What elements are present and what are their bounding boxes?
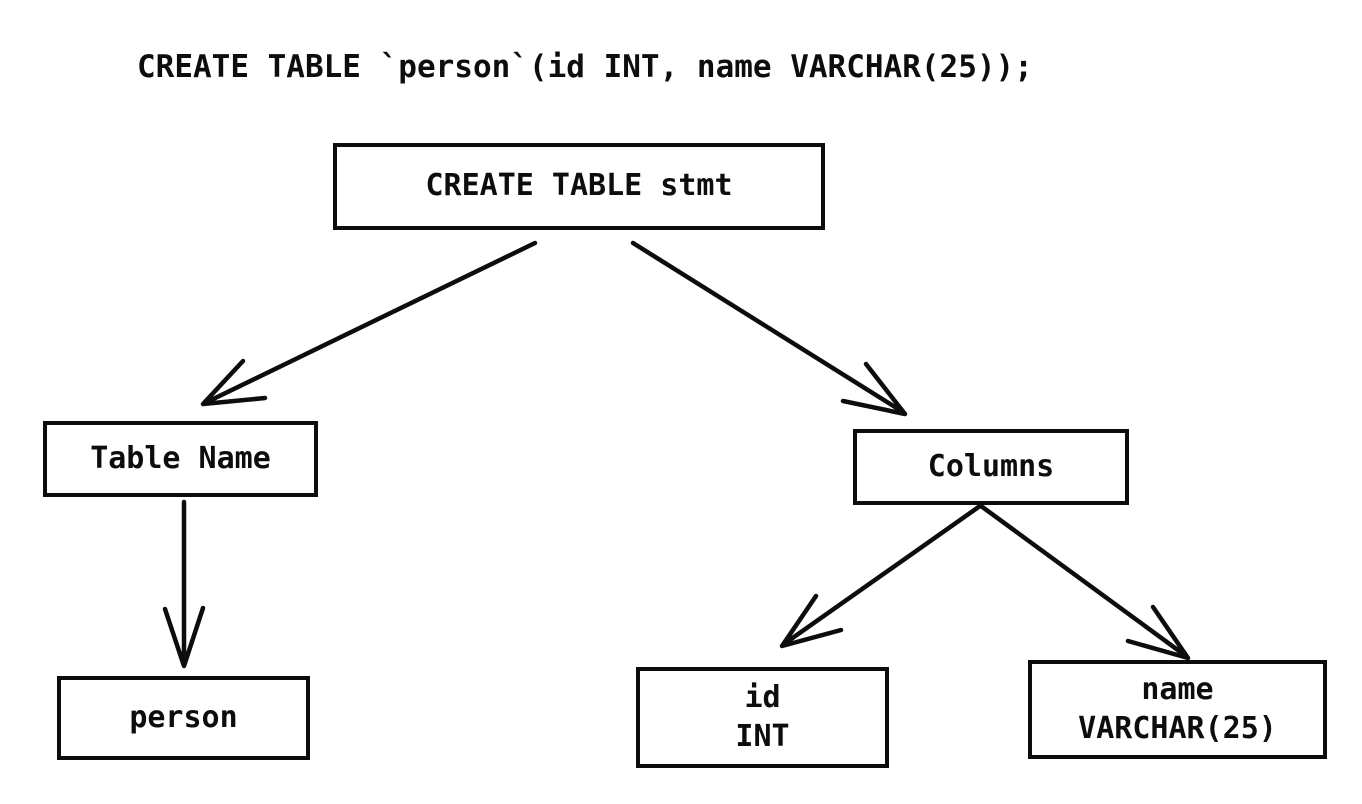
node-create-table-stmt-label: CREATE TABLE stmt bbox=[425, 168, 733, 204]
sql-statement-text: CREATE TABLE `person`(id INT, name VARCH… bbox=[137, 49, 1033, 85]
name-column-name: name bbox=[1141, 672, 1214, 708]
arrow-columns-to-name-icon bbox=[978, 503, 1191, 661]
node-name-varchar: name VARCHAR(25) bbox=[1028, 660, 1327, 759]
arrow-table-name-to-person-icon bbox=[162, 499, 206, 669]
arrow-columns-to-id-icon bbox=[779, 503, 983, 649]
node-person: person bbox=[57, 676, 310, 760]
node-table-name: Table Name bbox=[43, 421, 318, 497]
arrow-root-to-columns-icon bbox=[630, 240, 908, 417]
id-column-name: id bbox=[744, 680, 781, 716]
id-column-type: INT bbox=[735, 718, 790, 754]
arrow-root-to-table-name-icon bbox=[200, 240, 538, 407]
node-id-int-labels: id INT bbox=[735, 679, 789, 756]
node-columns-label: Columns bbox=[927, 448, 1055, 484]
node-columns: Columns bbox=[853, 429, 1129, 505]
name-column-type: VARCHAR(25) bbox=[1078, 710, 1277, 746]
node-name-varchar-labels: name VARCHAR(25) bbox=[1078, 671, 1277, 748]
node-create-table-stmt: CREATE TABLE stmt bbox=[333, 143, 825, 230]
node-id-int: id INT bbox=[636, 667, 889, 768]
node-table-name-label: Table Name bbox=[90, 440, 271, 476]
node-person-label: person bbox=[129, 699, 238, 735]
